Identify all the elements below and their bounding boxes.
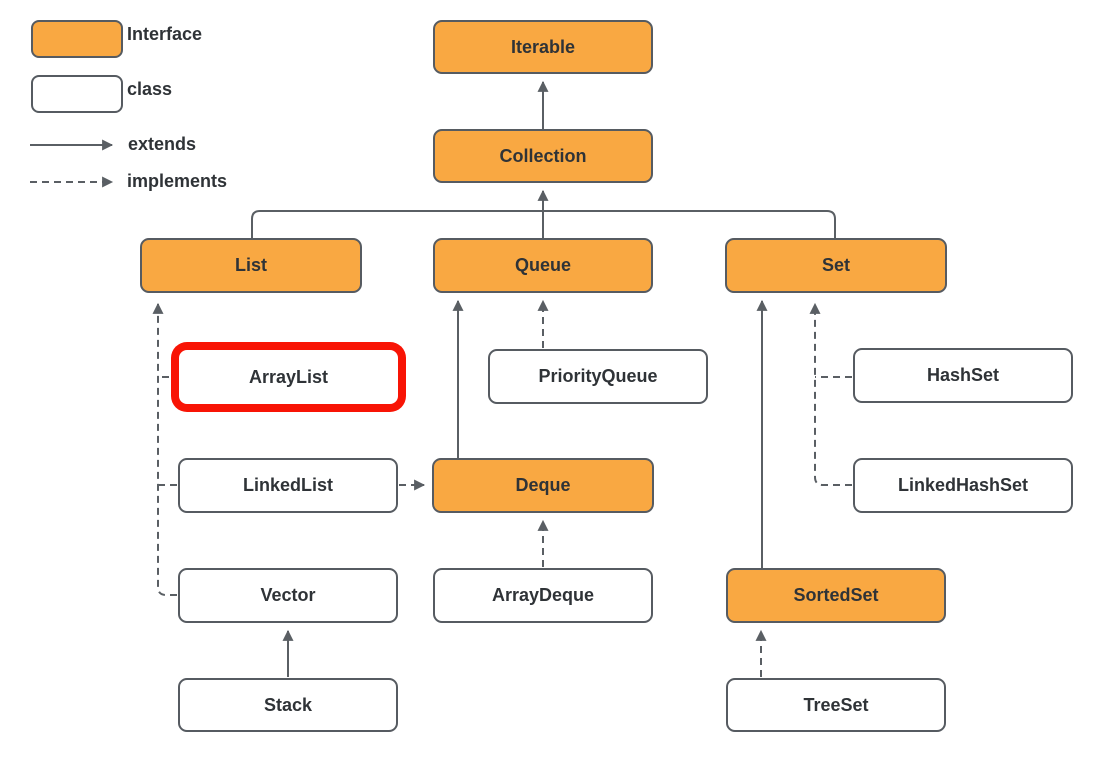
edge-trunk-list-queue-set	[251, 210, 836, 238]
node-arraylist[interactable]: ArrayList	[179, 350, 398, 404]
node-set[interactable]: Set	[725, 238, 947, 293]
node-treeset[interactable]: TreeSet	[726, 678, 946, 732]
node-linkedhashset[interactable]: LinkedHashSet	[853, 458, 1073, 513]
node-list[interactable]: List	[140, 238, 362, 293]
legend-class-swatch	[31, 75, 123, 113]
node-sortedset[interactable]: SortedSet	[726, 568, 946, 623]
edge-vector-implements-list-trunk	[152, 302, 177, 596]
node-arraydeque[interactable]: ArrayDeque	[433, 568, 653, 623]
legend-interface-swatch	[31, 20, 123, 58]
node-collection[interactable]: Collection	[433, 129, 653, 183]
node-vector[interactable]: Vector	[178, 568, 398, 623]
node-linkedlist[interactable]: LinkedList	[178, 458, 398, 513]
node-deque[interactable]: Deque	[432, 458, 654, 513]
node-iterable[interactable]: Iterable	[433, 20, 653, 74]
legend-interface-label: Interface	[127, 24, 203, 44]
legend-extends-label: extends	[128, 134, 197, 154]
legend-class-label: class	[127, 79, 173, 99]
node-queue[interactable]: Queue	[433, 238, 653, 293]
node-priorityqueue[interactable]: PriorityQueue	[488, 349, 708, 404]
node-hashset[interactable]: HashSet	[853, 348, 1073, 403]
edge-linkedhashset-implements-set-trunk	[809, 302, 852, 486]
legend-implements-label: implements	[127, 171, 228, 191]
node-stack[interactable]: Stack	[178, 678, 398, 732]
